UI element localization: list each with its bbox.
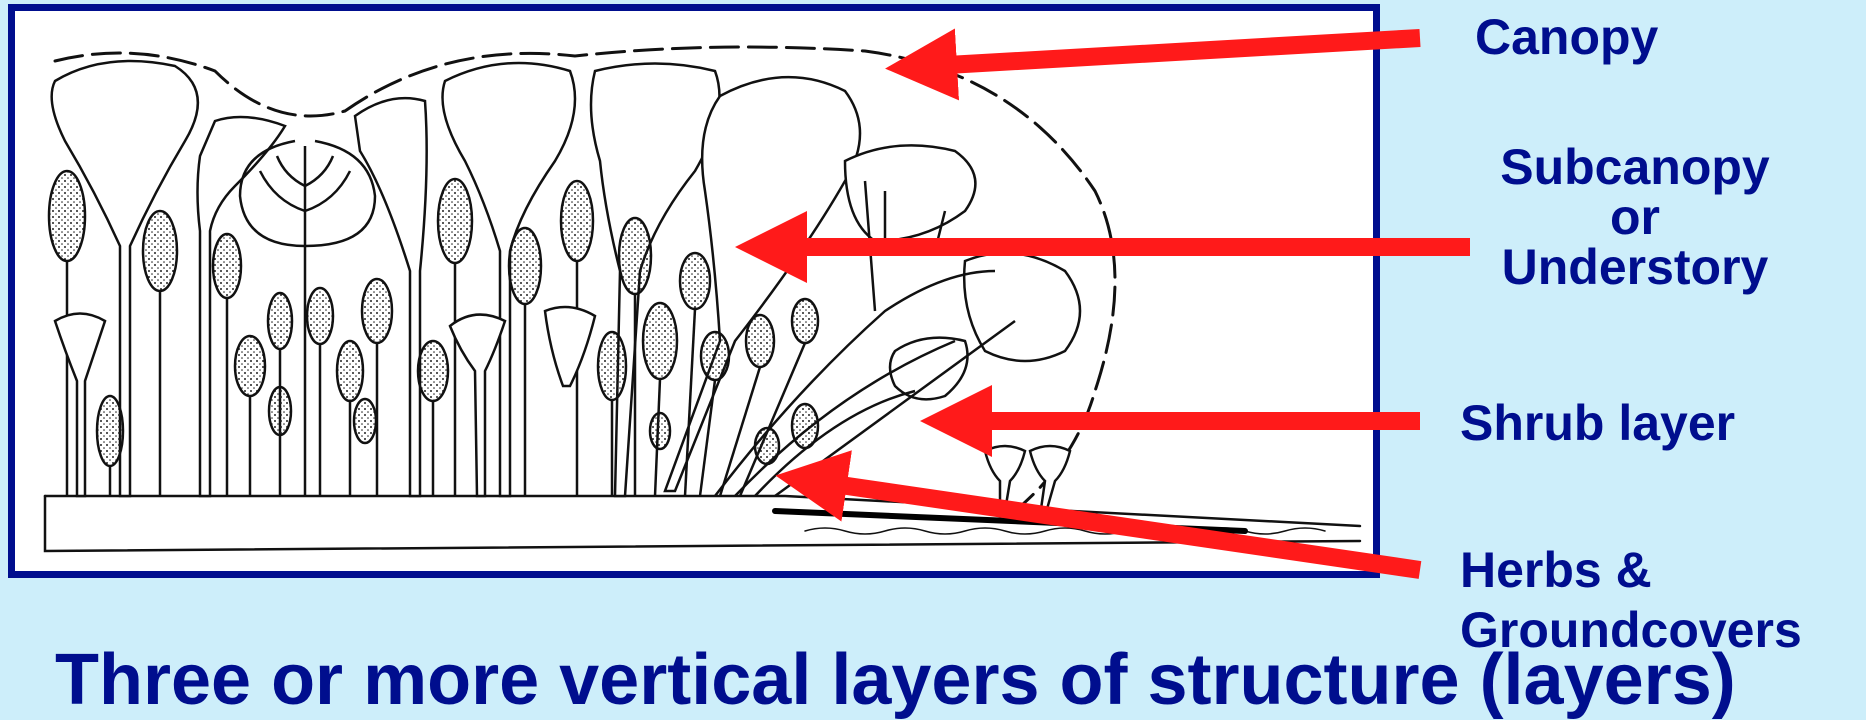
bottom-caption: Three or more vertical layers of structu… — [55, 640, 1736, 720]
forest-layers-illustration — [8, 4, 1380, 578]
understory-trees — [49, 171, 818, 496]
ground-base — [45, 496, 1360, 551]
label-shrub-layer: Shrub layer — [1460, 398, 1735, 448]
canopy-trees — [52, 61, 1080, 496]
label-subcanopy-line-3: Understory — [1470, 242, 1800, 292]
label-herbs-line-1: Herbs & — [1460, 540, 1802, 600]
label-subcanopy-line-2: or — [1470, 192, 1800, 242]
ground-line — [45, 496, 1360, 526]
forest-profile-drawing — [15, 11, 1373, 571]
label-subcanopy-line-1: Subcanopy — [1470, 142, 1800, 192]
label-subcanopy: Subcanopy or Understory — [1470, 142, 1800, 292]
label-canopy: Canopy — [1475, 12, 1658, 62]
